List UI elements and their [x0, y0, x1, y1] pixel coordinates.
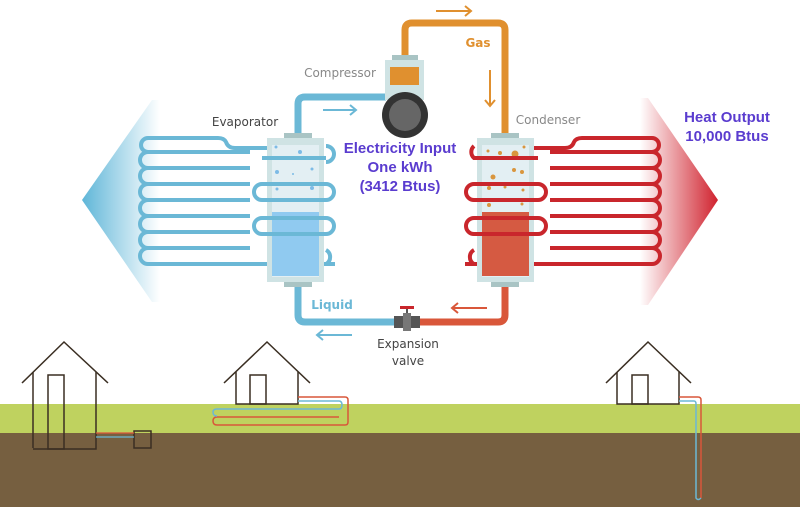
electricity-input-line3: (3412 Btus): [360, 178, 441, 195]
vertical-borehole-loop: [679, 396, 702, 498]
gas-label: Gas: [465, 36, 490, 50]
evaporator-tank: [267, 133, 324, 287]
horizontal-ground-loop-return: [212, 400, 343, 417]
condenser-coil: [465, 136, 662, 266]
condenser-tank: [477, 133, 534, 287]
evaporator-coil: [138, 136, 335, 266]
house-vertical-loop: [605, 340, 692, 405]
heat-output-line1: Heat Output: [684, 109, 770, 126]
condenser-tank-coil: [464, 144, 548, 266]
compressor-label: Compressor: [304, 66, 376, 80]
evaporator-label: Evaporator: [212, 115, 278, 129]
liquid-label: Liquid: [311, 298, 353, 312]
electricity-input-line1: Electricity Input: [344, 140, 457, 157]
horizontal-ground-loop: [212, 396, 349, 426]
gas-pipe: [401, 19, 509, 134]
liquid-pipe-hot: [414, 284, 509, 326]
vertical-borehole-loop-return: [679, 400, 702, 501]
soil: [0, 433, 800, 507]
electricity-input-line2: One kWh: [367, 159, 432, 176]
suction-pipe: [294, 93, 386, 134]
heat-output-line2: 10,000 Btus: [685, 128, 768, 145]
arrow-down-icon: [484, 70, 496, 108]
expansion-valve-label-line2: valve: [392, 354, 424, 368]
expansion-valve-label-line1: Expansion: [377, 337, 439, 351]
arrow-left-icon: [450, 302, 487, 314]
flow-arrow-icons: [315, 5, 496, 341]
arrow-right-icon: [323, 104, 358, 116]
house-air-source: [21, 340, 152, 450]
condenser-label: Condenser: [516, 113, 581, 127]
arrow-left-icon: [315, 329, 352, 341]
arrow-right-icon: [436, 5, 473, 17]
expansion-valve: [394, 306, 420, 331]
house-horizontal-loop: [223, 340, 311, 405]
compressor: [382, 55, 428, 138]
grass: [0, 404, 800, 433]
liquid-pipe-cold: [294, 284, 400, 326]
evaporator-tank-coil: [252, 144, 336, 266]
